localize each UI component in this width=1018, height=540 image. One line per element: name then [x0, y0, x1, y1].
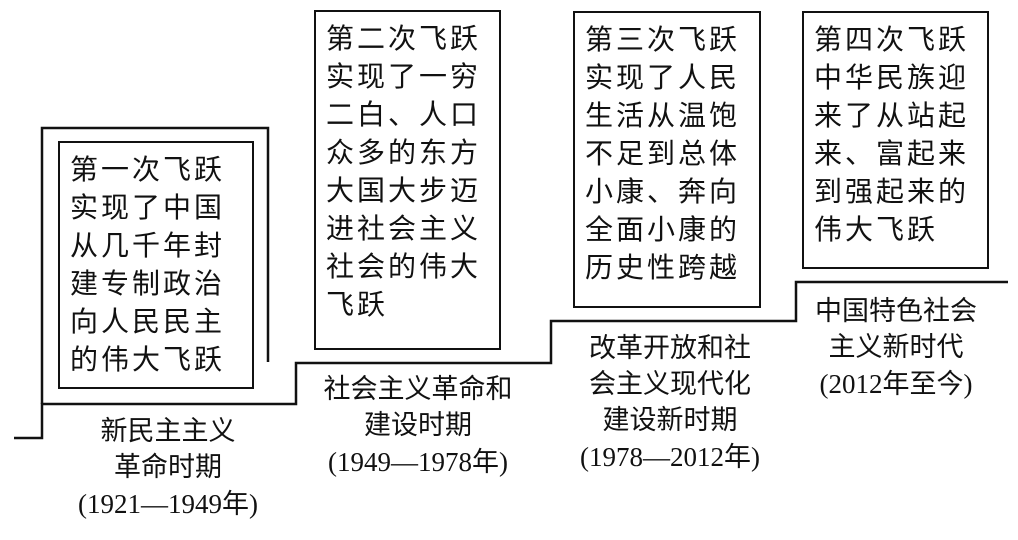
leap-3-line: 小康、奔向	[585, 175, 741, 208]
leap-1-line: 从几千年封	[70, 229, 226, 262]
leap-2-line: 社会的伟大	[326, 250, 482, 283]
leap-4-line: 伟大飞跃	[814, 213, 939, 246]
leap-box-4: 第四次飞跃 中华民族迎 来了从站起 来、富起来 到强起来的 伟大飞跃	[802, 11, 989, 269]
period-label-3: 改革开放和社 会主义现代化 建设新时期 (1978—2012年)	[552, 331, 788, 475]
leap-1-line: 向人民民主	[70, 305, 226, 338]
leap-3-line: 不足到总体	[585, 137, 741, 170]
period-1-years: (1921—1949年)	[78, 489, 258, 519]
leap-4-line: 第四次飞跃	[814, 23, 970, 56]
period-2-line: 建设时期	[364, 410, 472, 441]
leap-1-line: 第一次飞跃	[70, 153, 226, 186]
leap-3-line: 实现了人民	[585, 61, 741, 94]
leap-2-line: 众多的东方	[326, 136, 482, 169]
period-3-years: (1978—2012年)	[580, 442, 760, 472]
leap-box-1: 第一次飞跃 实现了中国 从几千年封 建专制政治 向人民民主 的伟大飞跃	[58, 141, 254, 389]
leap-1-line: 建专制政治	[70, 267, 226, 300]
leap-2-line: 进社会主义	[326, 212, 482, 245]
leap-2-line: 二白、人口	[326, 98, 482, 131]
leap-box-2: 第二次飞跃 实现了一穷 二白、人口 众多的东方 大国大步迈 进社会主义 社会的伟…	[314, 10, 501, 350]
leap-1-line: 的伟大飞跃	[70, 343, 226, 376]
leap-3-line: 第三次飞跃	[585, 23, 741, 56]
period-2-line: 社会主义革命和	[323, 374, 513, 405]
period-2-years: (1949—1978年)	[328, 447, 508, 477]
leap-box-3: 第三次飞跃 实现了人民 生活从温饱 不足到总体 小康、奔向 全面小康的 历史性跨…	[573, 11, 761, 308]
leap-2-line: 飞跃	[326, 288, 389, 321]
leap-2-line: 第二次飞跃	[326, 22, 482, 55]
leap-3-line: 历史性跨越	[585, 251, 741, 284]
leap-3-line: 生活从温饱	[585, 99, 741, 132]
leap-2-line: 实现了一穷	[326, 60, 482, 93]
period-3-line: 会主义现代化	[589, 369, 751, 400]
period-1-line: 革命时期	[114, 452, 222, 483]
leap-2-line: 大国大步迈	[326, 174, 482, 207]
leap-4-line: 到强起来的	[814, 175, 970, 208]
period-3-line: 建设新时期	[602, 405, 738, 436]
period-3-line: 改革开放和社	[589, 333, 751, 364]
leap-4-line: 来、富起来	[814, 137, 970, 170]
leap-1-line: 实现了中国	[70, 191, 226, 224]
period-4-line: 主义新时代	[828, 332, 964, 363]
leap-3-line: 全面小康的	[585, 213, 741, 246]
leap-4-line: 来了从站起	[814, 99, 970, 132]
period-1-line: 新民主主义	[100, 416, 236, 447]
period-4-line: 中国特色社会	[815, 296, 977, 327]
period-4-years: (2012年至今)	[819, 369, 973, 399]
leap-4-line: 中华民族迎	[814, 61, 970, 94]
period-label-4: 中国特色社会 主义新时代 (2012年至今)	[778, 294, 1014, 402]
period-label-2: 社会主义革命和 建设时期 (1949—1978年)	[300, 372, 536, 480]
period-label-1: 新民主主义 革命时期 (1921—1949年)	[50, 414, 286, 522]
